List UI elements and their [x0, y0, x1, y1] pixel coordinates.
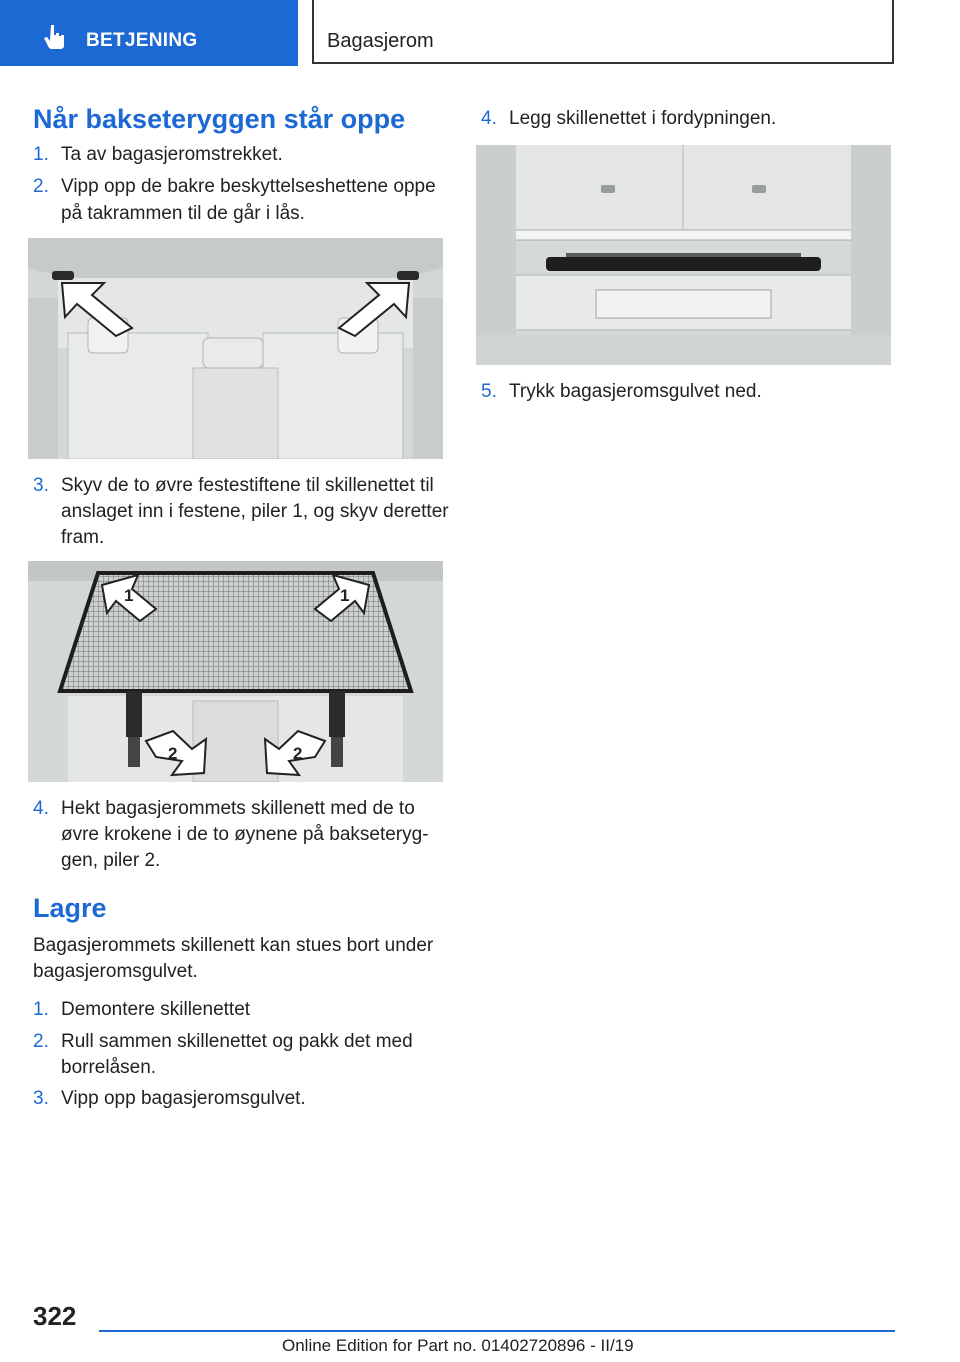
step-number: 4. [481, 108, 497, 129]
step-number: 1. [33, 999, 49, 1020]
topic-header: Bagasjerom [312, 0, 894, 64]
step-number: 4. [33, 798, 49, 819]
section-heading: Lagre [33, 893, 107, 923]
topic-title: Bagasjerom [327, 30, 434, 52]
list-item: 2. Vipp opp de bakre beskyttelseshettene… [33, 173, 453, 227]
hand-pointer-icon [44, 25, 64, 49]
footer-text: Online Edition for Part no. 01402720896 … [282, 1336, 634, 1355]
list-item: 4. Hekt bagasjerommets skillenett med de… [33, 795, 453, 876]
section-heading: Når bakseteryggen står oppe [33, 104, 406, 134]
arrow-marker-1-right: 1 [313, 573, 371, 623]
svg-text:1: 1 [124, 586, 133, 605]
step-number: 1. [33, 144, 49, 165]
svg-text:2: 2 [168, 744, 177, 763]
svg-text:2: 2 [293, 744, 302, 763]
section-tab-label: BETJENING [86, 30, 198, 51]
intro-text-line: Bagasjerommets skillenett kan stues bort… [33, 935, 434, 956]
step-number: 3. [33, 475, 49, 496]
list-item: 3. Skyv de to øvre festestiftene til ski… [33, 472, 453, 553]
step-text: Vipp opp de bakre beskyttelseshettene op… [61, 176, 436, 197]
step-number: 2. [33, 1031, 49, 1052]
footer-divider [99, 1330, 895, 1332]
page-number: 322 [33, 1301, 77, 1331]
step-text: på takrammen til de går i lås. [61, 203, 305, 224]
step-text: Vipp opp bagasjeromsgulvet. [61, 1088, 306, 1109]
step-text: Trykk bagasjeromsgulvet ned. [509, 381, 762, 402]
step-text: fram. [61, 527, 105, 548]
step-text: Hekt bagasjerommets skillenett med de to [61, 798, 415, 819]
step-text: Ta av bagasjeromstrekket. [61, 144, 283, 165]
intro-text-line: bagasjeromsgulvet. [33, 961, 198, 982]
figure-divider-net: 1 1 2 2 [28, 561, 443, 782]
step-number: 5. [481, 381, 497, 402]
step-text: øvre krokene i de to øynene på baksetery… [61, 824, 429, 845]
step-text: Legg skillenettet i fordypningen. [509, 108, 777, 129]
list-item: 2. Rull sammen skillenettet og pakk det … [33, 1028, 453, 1082]
step-text: borrelåsen. [61, 1057, 157, 1078]
step-text: gen, piler 2. [61, 850, 161, 871]
step-text: Rull sammen skillenettet og pakk det med [61, 1031, 413, 1052]
arrow-marker-2-left: 2 [144, 729, 208, 777]
figure-protective-caps [28, 238, 443, 459]
arrow-marker-2-right: 2 [263, 729, 327, 777]
figure-net-in-recess [476, 145, 891, 365]
step-text: anslaget inn i festene, piler 1, og skyv… [61, 501, 449, 522]
svg-text:1: 1 [340, 586, 349, 605]
section-tab: BETJENING [0, 0, 298, 66]
step-text: Demontere skillenettet [61, 999, 251, 1020]
arrow-marker-1-left: 1 [100, 573, 158, 623]
step-text: Skyv de to øvre festestiftene til skille… [61, 475, 434, 496]
step-number: 2. [33, 176, 49, 197]
step-number: 3. [33, 1088, 49, 1109]
